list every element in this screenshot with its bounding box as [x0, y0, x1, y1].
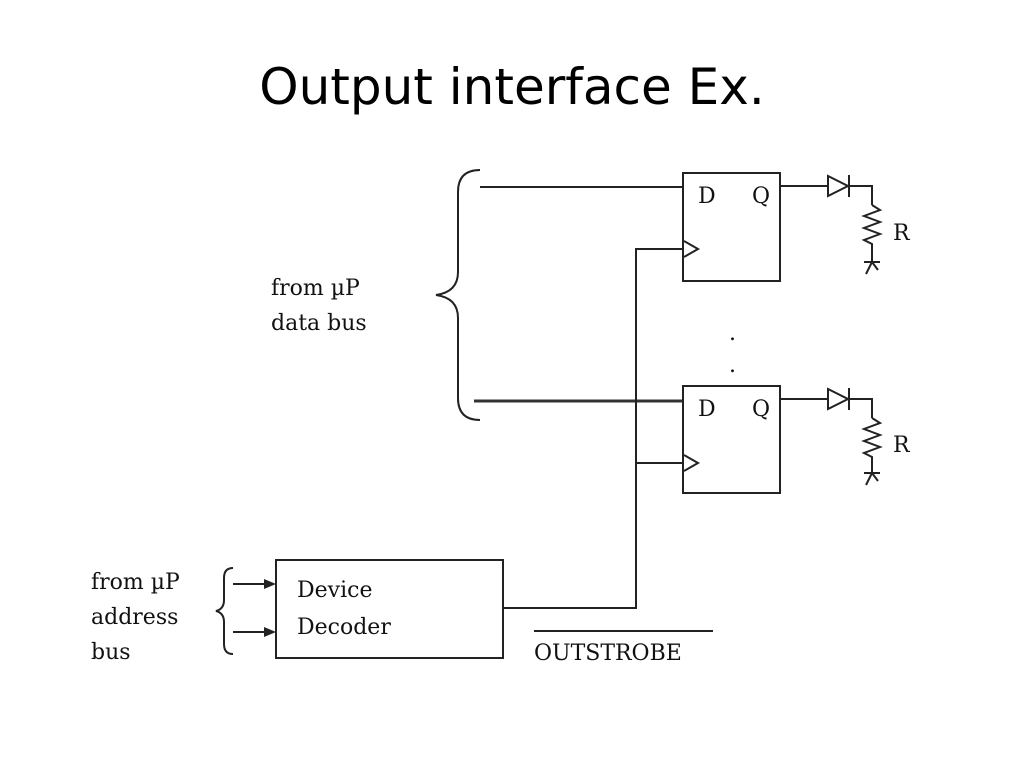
ff-bottom-d-label: D [698, 397, 716, 422]
addr-bus-label-line3: bus [91, 640, 131, 665]
strobe-wire [503, 248, 684, 609]
ff-bottom-q-label: Q [752, 397, 770, 422]
addr-bus-label-line1: from µP [91, 570, 180, 595]
resistor-top-label: R [893, 221, 911, 246]
output-bottom: R [780, 387, 911, 486]
data-bus-label-line2: data bus [271, 311, 367, 336]
resistor-bottom-label: R [893, 433, 911, 458]
device-decoder-box [275, 559, 504, 659]
ff-top-clock-icon [683, 240, 701, 258]
address-bus-brace [215, 567, 234, 655]
addr-bus-label-line2: address [91, 605, 178, 630]
diode-top-icon [827, 174, 851, 198]
ellipsis-dot-1: . [729, 321, 736, 346]
ground-bottom-icon [864, 472, 880, 486]
outstrobe-label: OUTSTROBE [534, 641, 682, 666]
output-top: R [780, 174, 911, 275]
ff-top-d-label: D [698, 184, 716, 209]
diode-bottom-icon [827, 387, 851, 411]
resistor-bottom-icon [861, 417, 883, 473]
flip-flop-top [682, 172, 781, 282]
slide-title: Output interface Ex. [259, 58, 765, 116]
resistor-top-icon [861, 204, 883, 262]
address-arrow-bottom [233, 627, 276, 637]
address-arrow-top [233, 579, 276, 589]
flip-flop-bottom [682, 385, 781, 494]
ff-bottom-clock-icon [683, 454, 701, 472]
decoder-label-line1: Device [297, 578, 372, 603]
ellipsis-dot-2: . [729, 353, 736, 378]
data-bus-label-line1: from µP [271, 276, 360, 301]
ff-top-q-label: Q [752, 184, 770, 209]
decoder-label-line2: Decoder [297, 615, 391, 640]
ground-top-icon [864, 261, 880, 275]
data-bus-brace [435, 169, 481, 421]
